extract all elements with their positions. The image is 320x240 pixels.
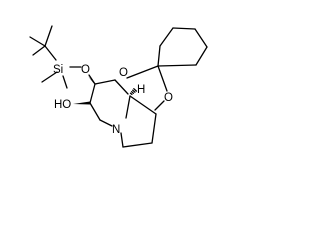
atom-label-n: N [112,124,120,136]
bond [89,83,96,104]
bond [195,46,208,66]
bond [157,64,197,67]
bond [32,45,46,56]
bond [154,100,165,111]
bond [89,102,101,121]
atom-label-si: Si [53,64,63,76]
atom-label-o-ring-right: O [164,92,173,104]
bond [114,79,129,95]
atom-label-h: H [137,84,145,96]
bond [157,65,168,92]
bond [129,95,157,115]
atom-label-ho: HO [54,99,71,111]
bond [125,95,131,119]
hashed-bond [129,88,138,97]
bond [159,27,174,47]
molecule-diagram: Si O O O HO H N [0,0,225,170]
cyclohexane-ring [157,27,208,67]
bond [172,27,196,30]
bond [44,45,57,61]
wedge-bond [73,101,90,105]
bond [194,28,208,48]
silicon-substituents [41,66,82,89]
bond [157,45,161,67]
bond [151,113,157,144]
ring-framework [88,65,168,148]
bond [41,71,58,83]
atom-label-o-silyl: O [81,64,90,76]
bond [126,65,159,79]
bond [120,132,124,148]
structure-svg: Si O O O HO H N [29,25,208,148]
bond [99,119,113,127]
wedge-bond [88,76,97,85]
stereo-bonds [73,76,138,105]
tert-butyl-group [29,25,57,61]
bond [94,79,116,85]
bond [44,25,53,47]
atom-label-o-ring-left: O [119,67,128,79]
bond [29,36,46,47]
bond [122,142,153,148]
bond [62,75,68,89]
